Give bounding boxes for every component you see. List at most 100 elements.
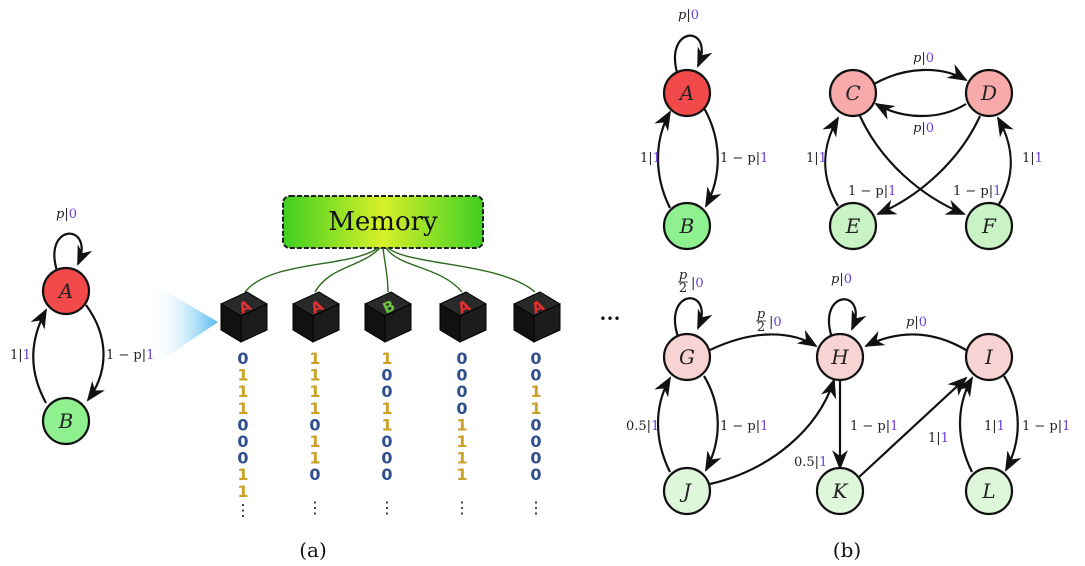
edge-label-B-A: 1|1: [10, 348, 31, 363]
edge-J-G: [654, 376, 671, 473]
bit: 1: [530, 399, 541, 418]
ellipsis: •••: [599, 312, 620, 326]
bit: 1: [237, 382, 248, 401]
node-rA: [662, 68, 712, 118]
node-label-C: C: [845, 81, 860, 105]
bit: 1: [456, 415, 467, 434]
bit: 1: [237, 465, 248, 484]
edge-label-F-D: 1|1: [1022, 151, 1043, 166]
bit: 0: [237, 432, 248, 451]
bit: 1: [381, 415, 392, 434]
svg-text:2: 2: [679, 281, 687, 296]
edge-label-L-I: 1|1: [984, 419, 1005, 434]
svg-text:p: p: [679, 268, 688, 283]
edge-L-I: [956, 376, 973, 473]
node-label-D: D: [980, 81, 997, 105]
edge-B-A: [30, 308, 47, 404]
edge-label-I-H: p|0: [906, 315, 927, 330]
node-label-E: E: [845, 214, 861, 238]
bit: 0: [381, 366, 392, 385]
node-B: [41, 396, 91, 446]
node-F: [964, 201, 1014, 251]
bit: 0: [309, 465, 320, 484]
svg-text:|0: |0: [769, 315, 782, 330]
edge-label-I-L: 1 − p|1: [1022, 419, 1070, 434]
node-H: [815, 332, 865, 382]
caption-a: (a): [299, 538, 327, 562]
node-K: [815, 466, 865, 516]
bit: 0: [381, 449, 392, 468]
edge-rB-rA: [654, 110, 671, 209]
bit: 0: [381, 465, 392, 484]
machine-bottom: p 2 |0 p 2 |0 p|0 p|0 1 − p|1 0.5|1 0.5|…: [626, 268, 1070, 516]
left-machine: p|0 1 − p|1 1|1 A B: [10, 207, 154, 446]
bit: 1: [309, 349, 320, 368]
edge-label-K-I: 1|1: [928, 431, 949, 446]
node-C: [828, 68, 878, 118]
node-label-I: I: [984, 345, 994, 369]
node-label-K: K: [832, 479, 849, 503]
bit: 1: [309, 366, 320, 385]
bit: 1: [381, 399, 392, 418]
node-label-L: L: [981, 479, 995, 503]
edge-label-J-H: 0.5|1: [794, 455, 827, 470]
bit: 0: [237, 415, 248, 434]
bit: 0: [530, 366, 541, 385]
edge-rA-rA: [673, 34, 713, 77]
edge-J-H: [709, 378, 837, 486]
machine-top-left: p|0 1 − p|1 1|1 A B: [640, 8, 768, 251]
bit: 0: [530, 349, 541, 368]
edge-H-H: [827, 298, 867, 339]
bit: 1: [456, 449, 467, 468]
node-label-rB: B: [679, 214, 695, 238]
edge-E-C: [822, 116, 839, 207]
memory-box: Memory: [282, 195, 484, 249]
node-E: [828, 201, 878, 251]
machine-top-right: p|0 p|0 1|1 1 − p|1 1 − p|1 1|1 C D E F: [806, 51, 1043, 251]
node-D: [964, 68, 1014, 118]
edge-label-rA-rA: p|0: [678, 8, 699, 23]
edge-label-H-K: 1 − p|1: [850, 419, 898, 434]
edge-I-H: [864, 330, 967, 351]
edge-label-A-A: p|0: [56, 207, 77, 222]
node-A: [41, 266, 91, 316]
vdots: ⋮: [307, 498, 323, 517]
edge-G-H: [709, 329, 818, 351]
edge-label-D-E: 1 − p|1: [848, 184, 896, 199]
edge-label-E-C: 1|1: [806, 151, 827, 166]
edge-label-G-G: p 2 |0: [678, 268, 704, 296]
cube-row: A011100011⋮A11110110⋮B10011000⋮A00001111…: [219, 291, 562, 519]
edge-F-D: [997, 116, 1014, 207]
svg-text:|0: |0: [691, 276, 704, 291]
edge-label-D-C: p|0: [913, 121, 934, 136]
edge-label-rB-rA: 1|1: [640, 151, 661, 166]
bit: 0: [530, 465, 541, 484]
edge-G-J: [703, 375, 722, 472]
bit: 1: [237, 366, 248, 385]
bit: 1: [530, 382, 541, 401]
bit: 0: [530, 432, 541, 451]
edge-label-G-J: 1 − p|1: [720, 419, 768, 434]
edge-label-H-H: p|0: [831, 272, 852, 287]
bit: 1: [309, 449, 320, 468]
edge-A-B: [85, 304, 105, 402]
vdots: ⋮: [379, 498, 395, 517]
node-I: [964, 332, 1014, 382]
edge-C-F: [858, 115, 966, 216]
bit: 0: [456, 399, 467, 418]
projection-beam: [150, 282, 218, 368]
svg-text:p: p: [757, 307, 766, 322]
node-rB: [662, 201, 712, 251]
bit: 1: [456, 432, 467, 451]
bit: 1: [237, 399, 248, 418]
node-L: [964, 466, 1014, 516]
bit: 0: [237, 349, 248, 368]
memory-label: Memory: [328, 207, 438, 237]
edge-D-E: [876, 115, 982, 216]
node-label-A: A: [57, 279, 73, 303]
node-label-B: B: [58, 409, 74, 433]
